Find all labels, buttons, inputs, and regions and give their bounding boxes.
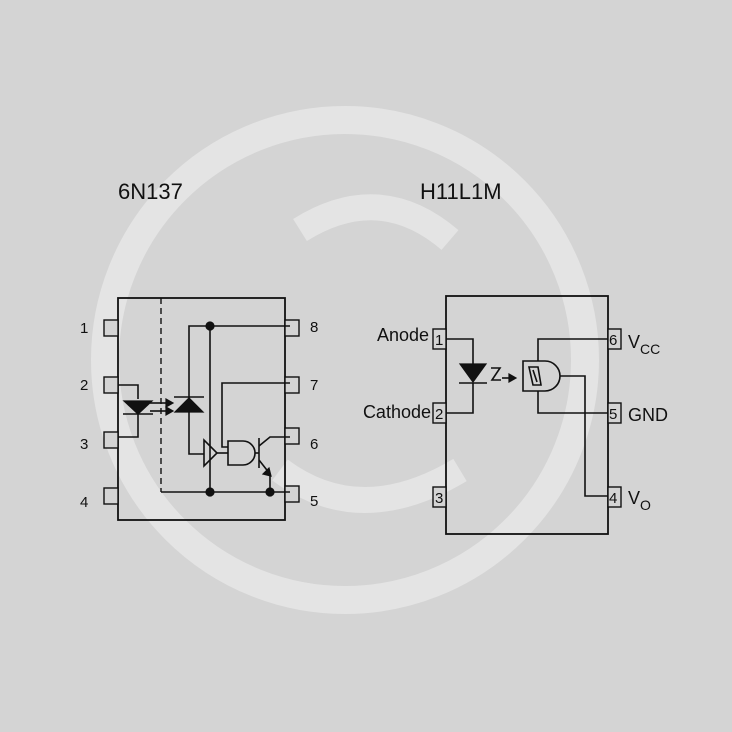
pin-number-1: 1 [435, 332, 443, 349]
schmitt-trigger-symbol [522, 360, 561, 392]
pin-pad-4 [103, 487, 119, 505]
and-gate-symbol [227, 440, 256, 466]
led-emitter [118, 384, 154, 438]
chip-6n137: 6N137 1 2 3 4 5 6 7 8 [80, 179, 318, 521]
pin-number-6: 6 [609, 332, 617, 349]
pin-pad-7 [284, 376, 300, 394]
light-arrows [150, 397, 175, 417]
vo-label: VO [628, 488, 651, 513]
photodiode [173, 325, 290, 455]
pin-pad-1 [103, 319, 119, 337]
output-transistor [258, 436, 290, 492]
chip-6n137-title: 6N137 [118, 179, 183, 204]
pin-number-2: 2 [435, 406, 443, 423]
watermark-logo [91, 106, 599, 614]
hysteresis-icon [528, 366, 542, 386]
chip-6n137-body [117, 297, 286, 521]
vo-wire [560, 375, 608, 497]
cathode-label: Cathode [363, 402, 431, 422]
pin-box-3 [432, 486, 447, 508]
chip-h11l1m-title: H11L1M [420, 179, 502, 204]
pin-pad-2 [103, 376, 119, 394]
anode-label: Anode [377, 325, 429, 345]
pin-number-4: 4 [80, 494, 88, 511]
enable-wire [221, 382, 290, 448]
led-emitter [446, 338, 488, 414]
junction-dot [205, 487, 215, 497]
pin-box-4 [607, 486, 622, 508]
vcc-wire [537, 338, 608, 361]
pin-pad-6 [284, 427, 300, 445]
amplifier-symbol [203, 438, 219, 468]
chip-h11l1m: H11L1M 1 2 3 6 5 4 Anode Cathode GND VCC… [363, 179, 668, 535]
vcc-label: VCC [628, 332, 660, 357]
pin-number-1: 1 [80, 320, 88, 337]
pin-number-3: 3 [80, 436, 88, 453]
pin-number-2: 2 [80, 377, 88, 394]
gnd-label: GND [628, 405, 668, 425]
pin-pad-5 [284, 485, 300, 503]
pin-number-7: 7 [310, 377, 318, 394]
pin-pad-3 [103, 431, 119, 449]
pin-number-5: 5 [310, 493, 318, 510]
pin-pad-8 [284, 319, 300, 337]
pin-number-4: 4 [609, 490, 617, 507]
pin-number-5: 5 [609, 406, 617, 423]
junction-dot [205, 321, 215, 331]
light-arrow [490, 367, 518, 384]
hysteresis-icon [532, 369, 538, 383]
pin-number-6: 6 [310, 436, 318, 453]
pin-number-3: 3 [435, 490, 443, 507]
pin-number-8: 8 [310, 319, 318, 336]
